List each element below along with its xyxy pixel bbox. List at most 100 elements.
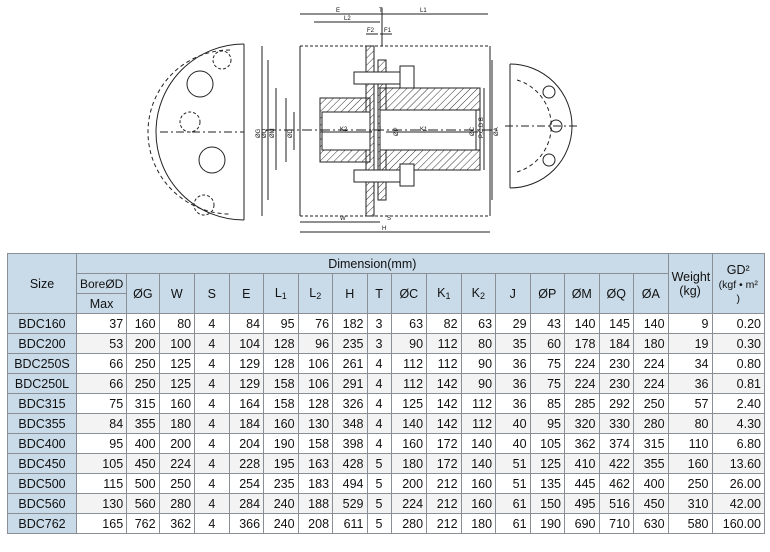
value-cell: 4 [366,393,392,414]
header-row-bottom: Max [8,293,765,314]
value-cell: 19 [667,333,713,354]
value-cell: 348 [332,413,368,434]
value-cell: 315 [632,433,669,454]
value-cell: 0.81 [711,373,765,394]
value-cell: 66 [75,353,128,374]
header-size: Size [7,253,77,314]
value-cell: 240 [263,513,299,534]
value-cell: 75 [75,393,128,414]
header-col-sub: 1 [445,291,451,301]
value-cell: 4 [194,313,230,334]
value-cell: 164 [228,393,265,414]
value-cell: 112 [460,413,497,434]
value-cell: 95 [263,313,299,334]
value-cell: 172 [426,453,462,474]
size-cell: BDC250L [7,373,77,394]
value-cell: 125 [158,373,196,394]
header-col-sub: 2 [316,291,322,301]
header-col-label: ØA [641,286,660,301]
value-cell: 82 [426,313,462,334]
value-cell: 250 [632,393,669,414]
value-cell: 129 [228,373,265,394]
label-l2: L2 [344,16,351,22]
header-dimension: Dimension(mm) [75,253,669,274]
value-cell: 6.80 [711,433,765,454]
value-cell: 165 [75,513,128,534]
value-cell: 422 [598,453,634,474]
value-cell: 26.00 [711,473,765,494]
value-cell: 106 [297,353,334,374]
value-cell: 51 [495,453,531,474]
label-m: ØM [270,128,276,138]
value-cell: 200 [158,433,196,454]
value-cell: 284 [228,493,265,514]
value-cell: 5 [366,473,392,494]
value-cell: 292 [598,393,634,414]
value-cell: 212 [426,513,462,534]
value-cell: 160 [158,393,196,414]
value-cell: 112 [460,393,497,414]
label-k1: K1 [420,127,428,133]
value-cell: 235 [332,333,368,354]
value-cell: 630 [632,513,669,534]
value-cell: 160.00 [711,513,765,534]
coupling-technical-drawing: E T L1 L2 F2 F1 K2 K1 J W S H P.C.D B ØA… [147,8,580,233]
header-col-label: E [242,286,251,301]
value-cell: 428 [332,453,368,474]
header-col-label: T [375,286,383,301]
value-cell: 4 [194,413,230,434]
value-cell: 4 [194,433,230,454]
header-col-label: H [345,286,355,301]
value-cell: 35 [495,333,531,354]
label-s: S [387,216,391,222]
value-cell: 3 [366,313,392,334]
value-cell: 36 [495,393,531,414]
value-cell: 230 [598,353,634,374]
size-cell: BDC315 [7,393,77,414]
value-cell: 128 [297,393,334,414]
header-max: Max [75,293,128,314]
value-cell: 75 [529,353,566,374]
value-cell: 326 [332,393,368,414]
value-cell: 180 [390,453,428,474]
value-cell: 60 [529,333,566,354]
value-cell: 130 [75,493,128,514]
header-col-7: T [366,273,392,314]
header-bore: BoreØD [75,273,128,294]
value-cell: 61 [495,513,531,534]
value-cell: 410 [564,453,600,474]
label-pcd: P.C.D B [479,117,485,138]
value-cell: 4 [194,393,230,414]
value-cell: 95 [75,433,128,454]
value-cell: 5 [366,453,392,474]
header-col-label: J [509,286,516,301]
value-cell: 180 [632,333,669,354]
label-t: T [379,8,383,14]
value-cell: 125 [529,453,566,474]
value-cell: 285 [564,393,600,414]
header-col-10: K2 [460,273,497,314]
value-cell: 495 [564,493,600,514]
value-cell: 224 [632,353,669,374]
header-col-label: L [274,286,282,300]
value-cell: 4 [194,493,230,514]
value-cell: 250 [126,353,160,374]
header-col-label: K [471,286,480,300]
label-h: H [382,226,386,232]
value-cell: 184 [228,413,265,434]
value-cell: 145 [598,313,634,334]
value-cell: 291 [332,373,368,394]
header-col-label: ØM [571,286,592,301]
value-cell: 560 [126,493,160,514]
value-cell: 208 [297,513,334,534]
header-col-label: S [207,286,216,301]
value-cell: 51 [495,473,531,494]
value-cell: 160 [667,453,713,474]
size-cell: BDC500 [7,473,77,494]
dimension-table: Size Dimension(mm) Weight(kg) GD²(kgf • … [7,253,765,534]
value-cell: 400 [632,473,669,494]
value-cell: 228 [228,453,265,474]
